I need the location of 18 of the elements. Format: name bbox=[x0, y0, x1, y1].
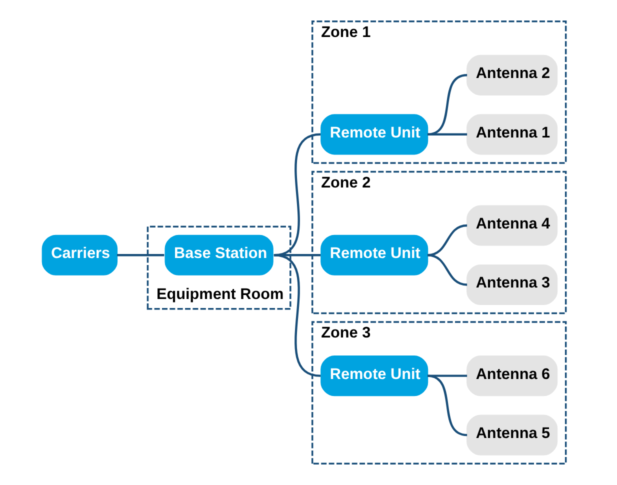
node-box: Antenna 6 bbox=[466, 356, 558, 396]
node-box: Remote Unit bbox=[320, 114, 428, 155]
node-box: Antenna 1 bbox=[466, 114, 558, 155]
node-box: Antenna 3 bbox=[466, 264, 558, 306]
node-box: Antenna 4 bbox=[466, 205, 558, 246]
node-box: Carriers bbox=[42, 234, 118, 276]
node-box: Remote Unit bbox=[320, 356, 428, 396]
node-box: Remote Unit bbox=[320, 234, 428, 276]
connector bbox=[427, 254, 468, 286]
connector bbox=[427, 374, 468, 436]
connector bbox=[428, 374, 468, 377]
connector bbox=[427, 74, 468, 136]
connector bbox=[274, 254, 321, 377]
node-box: Antenna 2 bbox=[466, 54, 558, 96]
node-box: Antenna 5 bbox=[466, 414, 558, 456]
connector bbox=[427, 224, 468, 256]
node-box: Base Station bbox=[164, 234, 274, 276]
connector bbox=[117, 254, 164, 256]
